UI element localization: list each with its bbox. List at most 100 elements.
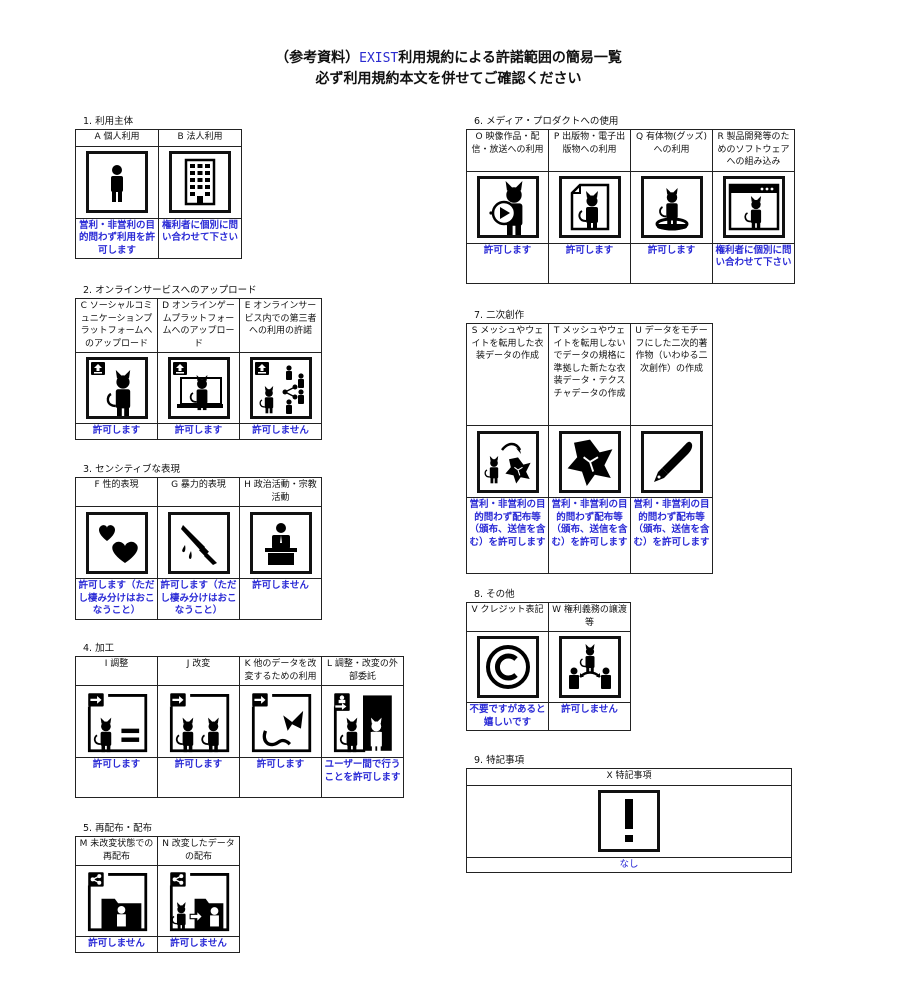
- section-label: 1. 利用主体: [83, 116, 134, 127]
- section-label: 5. 再配布・配布: [83, 823, 153, 834]
- item-header-i: I 調整: [75, 656, 158, 686]
- item-header-c: C ソーシャルコミュニケーションプラットフォームへのアップロード: [75, 298, 158, 353]
- result-r: 権利者に個別に問い合わせて下さい: [712, 242, 795, 284]
- item-header-x: X 特記事項: [466, 768, 792, 786]
- section-label: 9. 特記事項: [474, 755, 525, 766]
- costume-convert-icon: [476, 430, 539, 493]
- result-j: 許可します: [157, 757, 240, 798]
- item-header-q: Q 有体物(グッズ)への利用: [630, 129, 713, 172]
- section-media-products: 6. メディア・プロダクトへの使用 O 映像作品・配信・放送への利用 P 出版物…: [466, 116, 795, 284]
- item-header-w: W 権利義務の譲渡等: [548, 602, 631, 632]
- result-s: 営利・非営利の目的問わず配布等（頒布、送信を含む）を許可します: [466, 497, 549, 574]
- permission-table: O 映像作品・配信・放送への利用 P 出版物・電子出版物への利用 Q 有体物(グ…: [466, 129, 795, 284]
- item-header-n: N 改変したデータの配布: [157, 836, 240, 866]
- hearts-icon: [85, 511, 148, 574]
- upload-game-icon: [167, 357, 230, 419]
- result-i: 許可します: [75, 757, 158, 798]
- transfer-icon: [558, 636, 621, 698]
- section-label: 3. センシティブな表現: [83, 464, 181, 475]
- permission-table: S メッシュやウェイトを転用した衣装データの作成 T メッシュやウェイトを転用し…: [466, 323, 713, 574]
- section-online-upload: 2. オンラインサービスへのアップロード C ソーシャルコミュニケーションプラッ…: [75, 285, 322, 440]
- costume-icon: [558, 430, 621, 493]
- section-processing: 4. 加工 I 調整 J 改変 K 他のデータを改変するための利用 L 調整・改…: [75, 643, 404, 798]
- building-icon: [169, 151, 231, 213]
- result-b: 権利者に個別に問い合わせて下さい: [158, 217, 242, 259]
- item-header-l: L 調整・改変の外部委託: [321, 656, 404, 686]
- result-o: 許可します: [466, 242, 549, 284]
- result-c: 許可します: [75, 423, 158, 440]
- permission-table: A 個人利用 B 法人利用 営利・非営利の目的問わず利用を許可します 権利者に個…: [75, 129, 242, 259]
- section-label: 8. その他: [474, 589, 515, 600]
- result-k: 許可します: [239, 757, 322, 798]
- result-f: 許可します（ただし棲み分けはおこなうこと）: [75, 578, 158, 620]
- result-p: 許可します: [548, 242, 631, 284]
- result-g: 許可します（ただし棲み分けはおこなうこと）: [157, 578, 240, 620]
- section-label: 6. メディア・プロダクトへの使用: [474, 116, 619, 127]
- permission-table: F 性的表現 G 暴力的表現 H 政治活動・宗教活動 許可します（ただし棲み分け…: [75, 477, 322, 620]
- permission-table: X 特記事項 なし: [466, 768, 792, 873]
- item-header-s: S メッシュやウェイトを転用した衣装データの作成: [466, 323, 549, 426]
- item-header-d: D オンラインゲームプラットフォームへのアップロード: [157, 298, 240, 353]
- result-x: なし: [466, 856, 792, 873]
- distribute-modified-icon: [167, 870, 230, 932]
- item-header-p: P 出版物・電子出版物への利用: [548, 129, 631, 172]
- knife-icon: [167, 511, 230, 574]
- item-header-a: A 個人利用: [75, 129, 159, 147]
- item-header-v: V クレジット表記: [466, 602, 549, 632]
- result-t: 営利・非営利の目的問わず配布等（頒布、送信を含む）を許可します: [548, 497, 631, 574]
- section-special-notes: 9. 特記事項 X 特記事項 なし: [466, 755, 792, 873]
- result-n: 許可しません: [157, 936, 240, 953]
- item-header-k: K 他のデータを改変するための利用: [239, 656, 322, 686]
- result-e: 許可しません: [239, 423, 322, 440]
- section-other: 8. その他 V クレジット表記 W 権利義務の譲渡等 不要ですがあると嬉しいで…: [466, 589, 631, 731]
- result-d: 許可します: [157, 423, 240, 440]
- result-m: 許可しません: [75, 936, 158, 953]
- result-a: 営利・非営利の目的問わず利用を許可します: [75, 217, 159, 259]
- item-header-e: E オンラインサービス内での第三者への利用の許諾: [239, 298, 322, 353]
- person-icon: [86, 151, 148, 213]
- item-header-t: T メッシュやウェイトを転用しないでデータの規格に準拠した新たな衣装データ・テク…: [548, 323, 631, 426]
- section-label: 7. 二次創作: [474, 310, 525, 321]
- item-header-g: G 暴力的表現: [157, 477, 240, 507]
- result-w: 許可しません: [548, 702, 631, 731]
- copyright-icon: [476, 636, 539, 698]
- item-header-r: R 製品開発等のためのソフトウェアへの組み込み: [712, 129, 795, 172]
- section-redistribution: 5. 再配布・配布 M 未改変状態での再配布 N 改変したデータの配布 許可しま…: [75, 823, 240, 953]
- video-icon: [476, 176, 539, 238]
- upload-social-icon: [85, 357, 148, 419]
- result-h: 許可しません: [239, 578, 322, 620]
- section-label: 4. 加工: [83, 643, 115, 654]
- title-line-1: （参考資料）EXIST利用規約による許諾範囲の簡易一覧: [275, 50, 622, 66]
- modify-icon: [167, 690, 230, 753]
- item-header-j: J 改変: [157, 656, 240, 686]
- software-icon: [722, 176, 785, 238]
- item-header-o: O 映像作品・配信・放送への利用: [466, 129, 549, 172]
- item-header-m: M 未改変状態での再配布: [75, 836, 158, 866]
- document-title: （参考資料）EXIST利用規約による許諾範囲の簡易一覧 必ず利用規約本文を併せて…: [0, 48, 897, 89]
- item-header-h: H 政治活動・宗教活動: [239, 477, 322, 507]
- outsource-icon: [331, 690, 394, 753]
- section-derivative-works: 7. 二次創作 S メッシュやウェイトを転用した衣装データの作成 T メッシュや…: [466, 310, 713, 574]
- parts-icon: [249, 690, 312, 753]
- result-q: 許可します: [630, 242, 713, 284]
- brand-name: EXIST: [359, 51, 399, 66]
- section-label: 2. オンラインサービスへのアップロード: [83, 285, 257, 296]
- permission-table: V クレジット表記 W 権利義務の譲渡等 不要ですがあると嬉しいです 許可しませ…: [466, 602, 631, 731]
- permission-table: M 未改変状態での再配布 N 改変したデータの配布 許可しません 許可しません: [75, 836, 240, 953]
- result-l: ユーザー間で行うことを許可します: [321, 757, 404, 798]
- redistribute-icon: [85, 870, 148, 932]
- podium-icon: [249, 511, 312, 574]
- title-line-2: 必ず利用規約本文を併せてご確認ください: [315, 71, 582, 87]
- upload-share-icon: [249, 357, 312, 419]
- result-u: 営利・非営利の目的問わず配布等（頒布、送信を含む）を許可します: [630, 497, 713, 574]
- section-usage-subject: 1. 利用主体 A 個人利用 B 法人利用 営利・非営利の目的問わず利用を許可し…: [75, 116, 242, 259]
- publication-icon: [558, 176, 621, 238]
- exclamation-icon: [598, 790, 660, 852]
- pen-icon: [640, 430, 703, 493]
- item-header-u: U データをモチーフにした二次的著作物（いわゆる二次創作）の作成: [630, 323, 713, 426]
- item-header-b: B 法人利用: [158, 129, 242, 147]
- result-v: 不要ですがあると嬉しいです: [466, 702, 549, 731]
- section-sensitive-expression: 3. センシティブな表現 F 性的表現 G 暴力的表現 H 政治活動・宗教活動 …: [75, 464, 322, 620]
- permission-table: C ソーシャルコミュニケーションプラットフォームへのアップロード D オンライン…: [75, 298, 322, 440]
- figure-icon: [640, 176, 703, 238]
